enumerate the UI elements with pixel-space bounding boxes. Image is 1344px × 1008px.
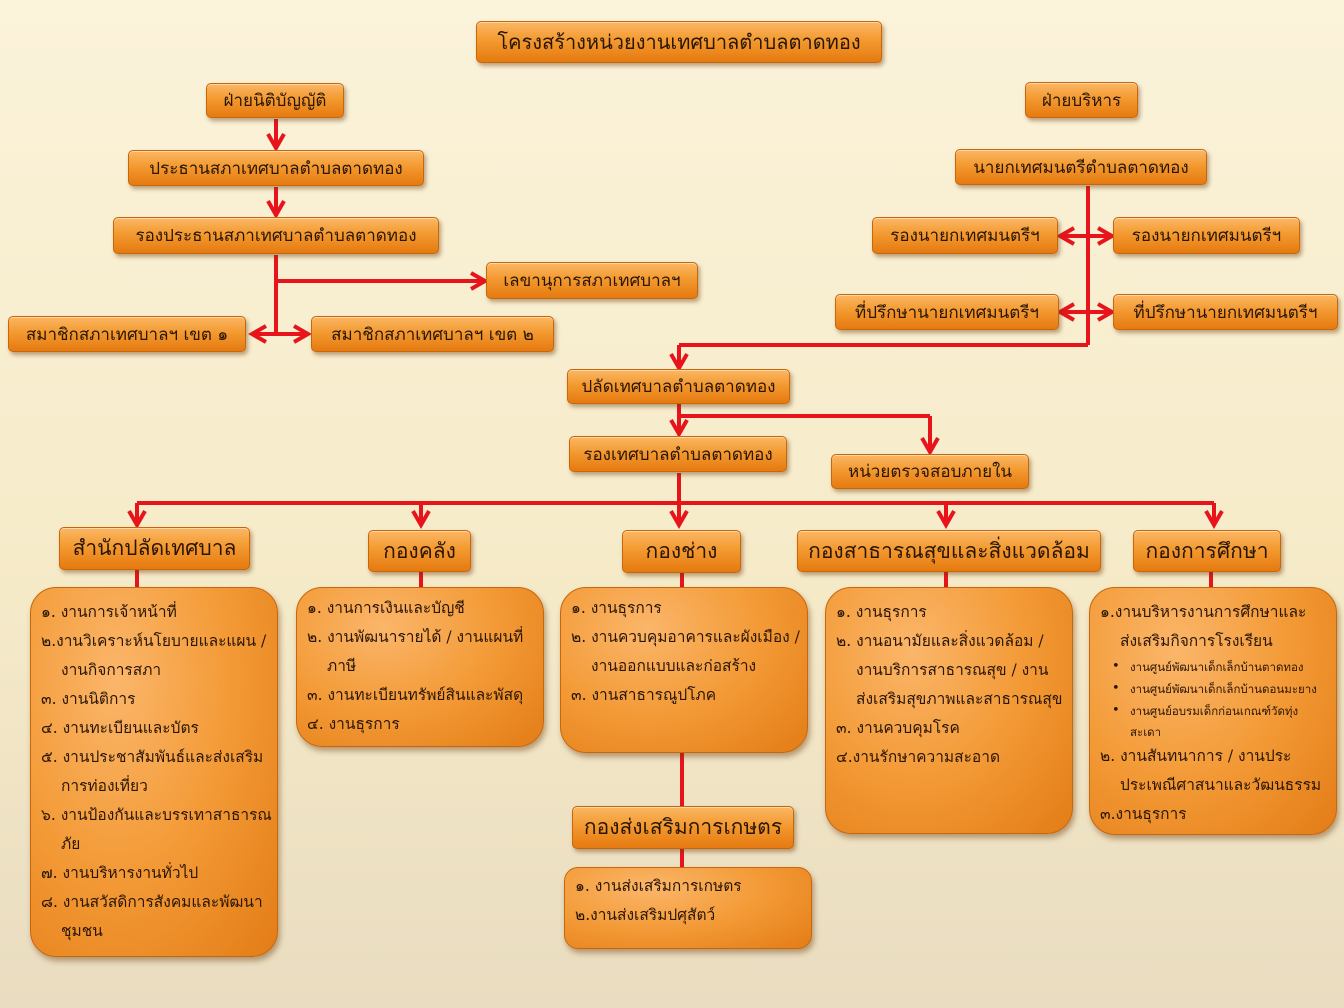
council-chairman: ประธานสภาเทศบาลตำบลตาดทอง [128, 150, 424, 186]
finance-duties-panel: ๑. งานการเงินและบัญชี ๒. งานพัฒนารายได้ … [296, 587, 544, 747]
council-vice-chairman: รองประธานสภาเทศบาลตำบลตาดทอง [113, 217, 439, 254]
duty-item: ๒.งานส่งเสริมปศุสัตว์ [575, 906, 716, 924]
duty-item: ๑. งานการเจ้าหน้าที่ [41, 603, 177, 621]
chart-title: โครงสร้างหน่วยงานเทศบาลตำบลตาดทอง [476, 21, 882, 63]
deputy-municipal-clerk: รองเทศบาลตำบลตาดทอง [569, 436, 787, 472]
mayor: นายกเทศมนตรีตำบลตาดทอง [955, 149, 1207, 185]
duty-item: ๓. งานทะเบียนทรัพย์สินและพัสดุ [307, 686, 524, 704]
mayor-advisor-2: ที่ปรึกษานายกเทศมนตรีฯ [1113, 294, 1338, 330]
duty-item-continued: ชุมชน [61, 922, 103, 940]
health-duties-panel: ๑. งานธุรการ ๒. งานอนามัยและสิ่งแวดล้อม … [825, 587, 1073, 834]
duty-item: ๒. งานควบคุมอาคารและผังเมือง / [571, 628, 800, 646]
duty-item-continued: งานกิจการสภา [61, 661, 162, 679]
division-engineering: กองช่าง [622, 530, 741, 573]
duty-item: ๒.งานวิเคราะห์นโยบายและแผน / [41, 632, 267, 650]
duty-item: ๔. งานธุรการ [307, 715, 400, 733]
division-education: กองการศึกษา [1133, 530, 1281, 572]
duty-item: ๑. งานการเงินและบัญชี [307, 599, 465, 617]
legislative-head: ฝ่ายนิติบัญญัติ [206, 83, 344, 118]
council-member-district-1: สมาชิกสภาเทศบาลฯ เขต ๑ [8, 316, 246, 352]
council-member-district-2: สมาชิกสภาเทศบาลฯ เขต ๒ [311, 316, 554, 352]
agriculture-duties-panel: ๑. งานส่งเสริมการเกษตร ๒.งานส่งเสริมปศุส… [564, 867, 812, 949]
duty-item-continued: งานออกแบบและก่อสร้าง [591, 657, 757, 675]
duty-item: ๓. งานควบคุมโรค [836, 719, 960, 737]
municipal-clerk: ปลัดเทศบาลตำบลตาดทอง [567, 369, 790, 404]
duty-item: ๓. งานสาธารณูปโภค [571, 686, 717, 704]
childcare-center-item: งานศูนย์อบรมเด็กก่อนเกณฑ์วัดทุ่ง [1100, 700, 1324, 722]
duty-item: ๓.งานธุรการ [1100, 805, 1187, 823]
executive-head: ฝ่ายบริหาร [1025, 82, 1138, 118]
duty-item: ๘. งานสวัสดิการสังคมและพัฒนา [41, 893, 263, 911]
childcare-center-item: งานศูนย์พัฒนาเด็กเล็กบ้านดอนมะยาง [1100, 678, 1324, 700]
duty-item-continued: งานบริการสาธารณสุข / งาน [856, 661, 1049, 679]
mayor-advisor-1: ที่ปรึกษานายกเทศมนตรีฯ [835, 294, 1059, 330]
duty-item: ๔.งานรักษาความสะอาด [836, 748, 1001, 766]
duty-item: ๗. งานบริหารงานทั่วไป [41, 864, 199, 882]
duty-item: ๓. งานนิติการ [41, 690, 136, 708]
duty-item: ๕. งานประชาสัมพันธ์และส่งเสริม [41, 748, 264, 766]
deputy-mayor-1: รองนายกเทศมนตรีฯ [872, 217, 1058, 254]
division-office: สำนักปลัดเทศบาล [59, 527, 250, 570]
division-health: กองสาธารณสุขและสิ่งแวดล้อม [797, 530, 1101, 572]
office-duties-panel: ๑. งานการเจ้าหน้าที่ ๒.งานวิเคราะห์นโยบา… [30, 587, 278, 957]
duty-item-continued: ส่งเสริมสุขภาพและสาธารณสุข [856, 690, 1063, 708]
duty-item: ๔. งานทะเบียนและบัตร [41, 719, 199, 737]
duty-item: ๑. งานส่งเสริมการเกษตร [575, 877, 742, 895]
duty-item: ๒. งานสันทนาการ / งานประ [1100, 747, 1292, 765]
engineering-duties-panel: ๑. งานธุรการ ๒. งานควบคุมอาคารและผังเมือ… [560, 587, 808, 753]
duty-item: ๑.งานบริหารงานการศึกษาและ [1100, 603, 1307, 621]
childcare-center-item-continued: สะเดา [1130, 725, 1162, 739]
duty-item-continued: ส่งเสริมกิจการโรงเรียน [1120, 632, 1273, 650]
internal-audit-unit: หน่วยตรวจสอบภายใน [831, 454, 1029, 489]
duty-item-continued: ภัย [61, 835, 81, 853]
division-finance: กองคลัง [368, 530, 471, 572]
duty-item-continued: ประเพณีศาสนาและวัฒนธรรม [1120, 776, 1322, 794]
childcare-center-item: งานศูนย์พัฒนาเด็กเล็กบ้านตาดทอง [1100, 656, 1324, 678]
duty-item: ๑. งานธุรการ [836, 603, 927, 621]
duty-item-continued: การท่องเที่ยว [61, 777, 148, 795]
duty-item: ๒. งานพัฒนารายได้ / งานแผนที่ [307, 628, 524, 646]
duty-item: ๒. งานอนามัยและสิ่งแวดล้อม / [836, 632, 1044, 650]
duty-item-continued: ภาษี [327, 657, 357, 675]
education-duties-panel: ๑.งานบริหารงานการศึกษาและ ส่งเสริมกิจการ… [1089, 587, 1337, 835]
duty-item: ๑. งานธุรการ [571, 599, 662, 617]
council-secretary: เลขานุการสภาเทศบาลฯ [486, 262, 698, 299]
division-agriculture: กองส่งเสริมการเกษตร [572, 806, 794, 849]
duty-item: ๖. งานป้องกันและบรรเทาสาธารณ [41, 806, 272, 824]
deputy-mayor-2: รองนายกเทศมนตรีฯ [1113, 217, 1300, 254]
